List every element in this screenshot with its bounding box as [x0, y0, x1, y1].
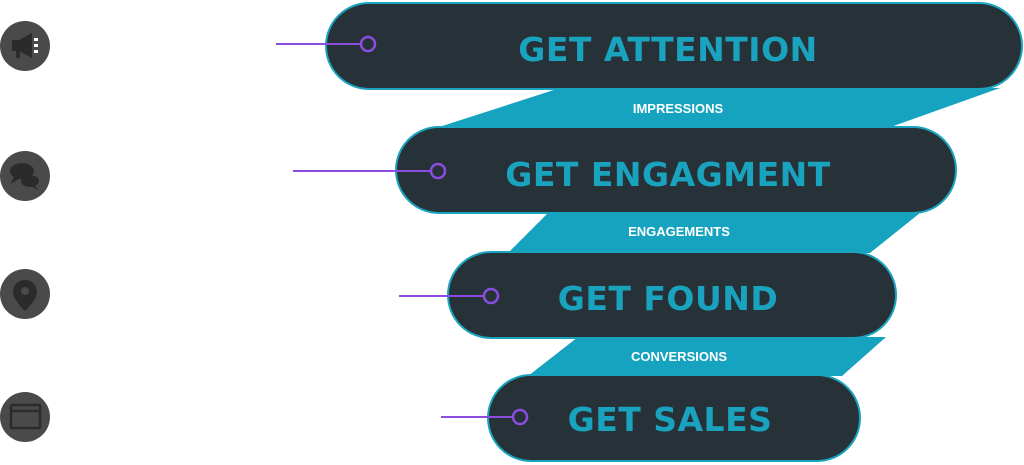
- stage-label-engagment: GET ENGAGMENT: [505, 155, 831, 194]
- stage-label-attention: GET ATTENTION: [518, 30, 818, 69]
- stage-icons: [0, 21, 50, 442]
- leader-node-sales: [511, 408, 529, 426]
- browser-window-icon: [0, 392, 50, 442]
- leader-node-found: [482, 287, 500, 305]
- stage-label-sales: GET SALES: [568, 400, 773, 439]
- connector-labels: IMPRESSIONS ENGAGEMENTS CONVERSIONS: [628, 101, 730, 364]
- leader-node-engagment: [429, 162, 447, 180]
- connector-label-engagements: ENGAGEMENTS: [628, 224, 730, 239]
- connector-band-impressions: [436, 88, 1000, 128]
- chat-bubbles-icon: [0, 151, 50, 201]
- megaphone-icon: [0, 21, 50, 71]
- connector-label-impressions: IMPRESSIONS: [633, 101, 724, 116]
- leader-lines: [276, 35, 529, 426]
- stage-label-found: GET FOUND: [558, 279, 779, 318]
- leader-node-attention: [359, 35, 377, 53]
- connector-bands: [436, 88, 1000, 376]
- stage-pills: [325, 2, 1023, 462]
- stage-pill-attention: [325, 2, 1023, 90]
- connector-label-conversions: CONVERSIONS: [631, 349, 727, 364]
- connector-band-conversions: [528, 337, 886, 376]
- connector-band-engagements: [508, 213, 920, 253]
- stage-labels: GET ATTENTION GET ENGAGMENT GET FOUND GE…: [505, 30, 831, 439]
- map-pin-icon: [0, 269, 50, 319]
